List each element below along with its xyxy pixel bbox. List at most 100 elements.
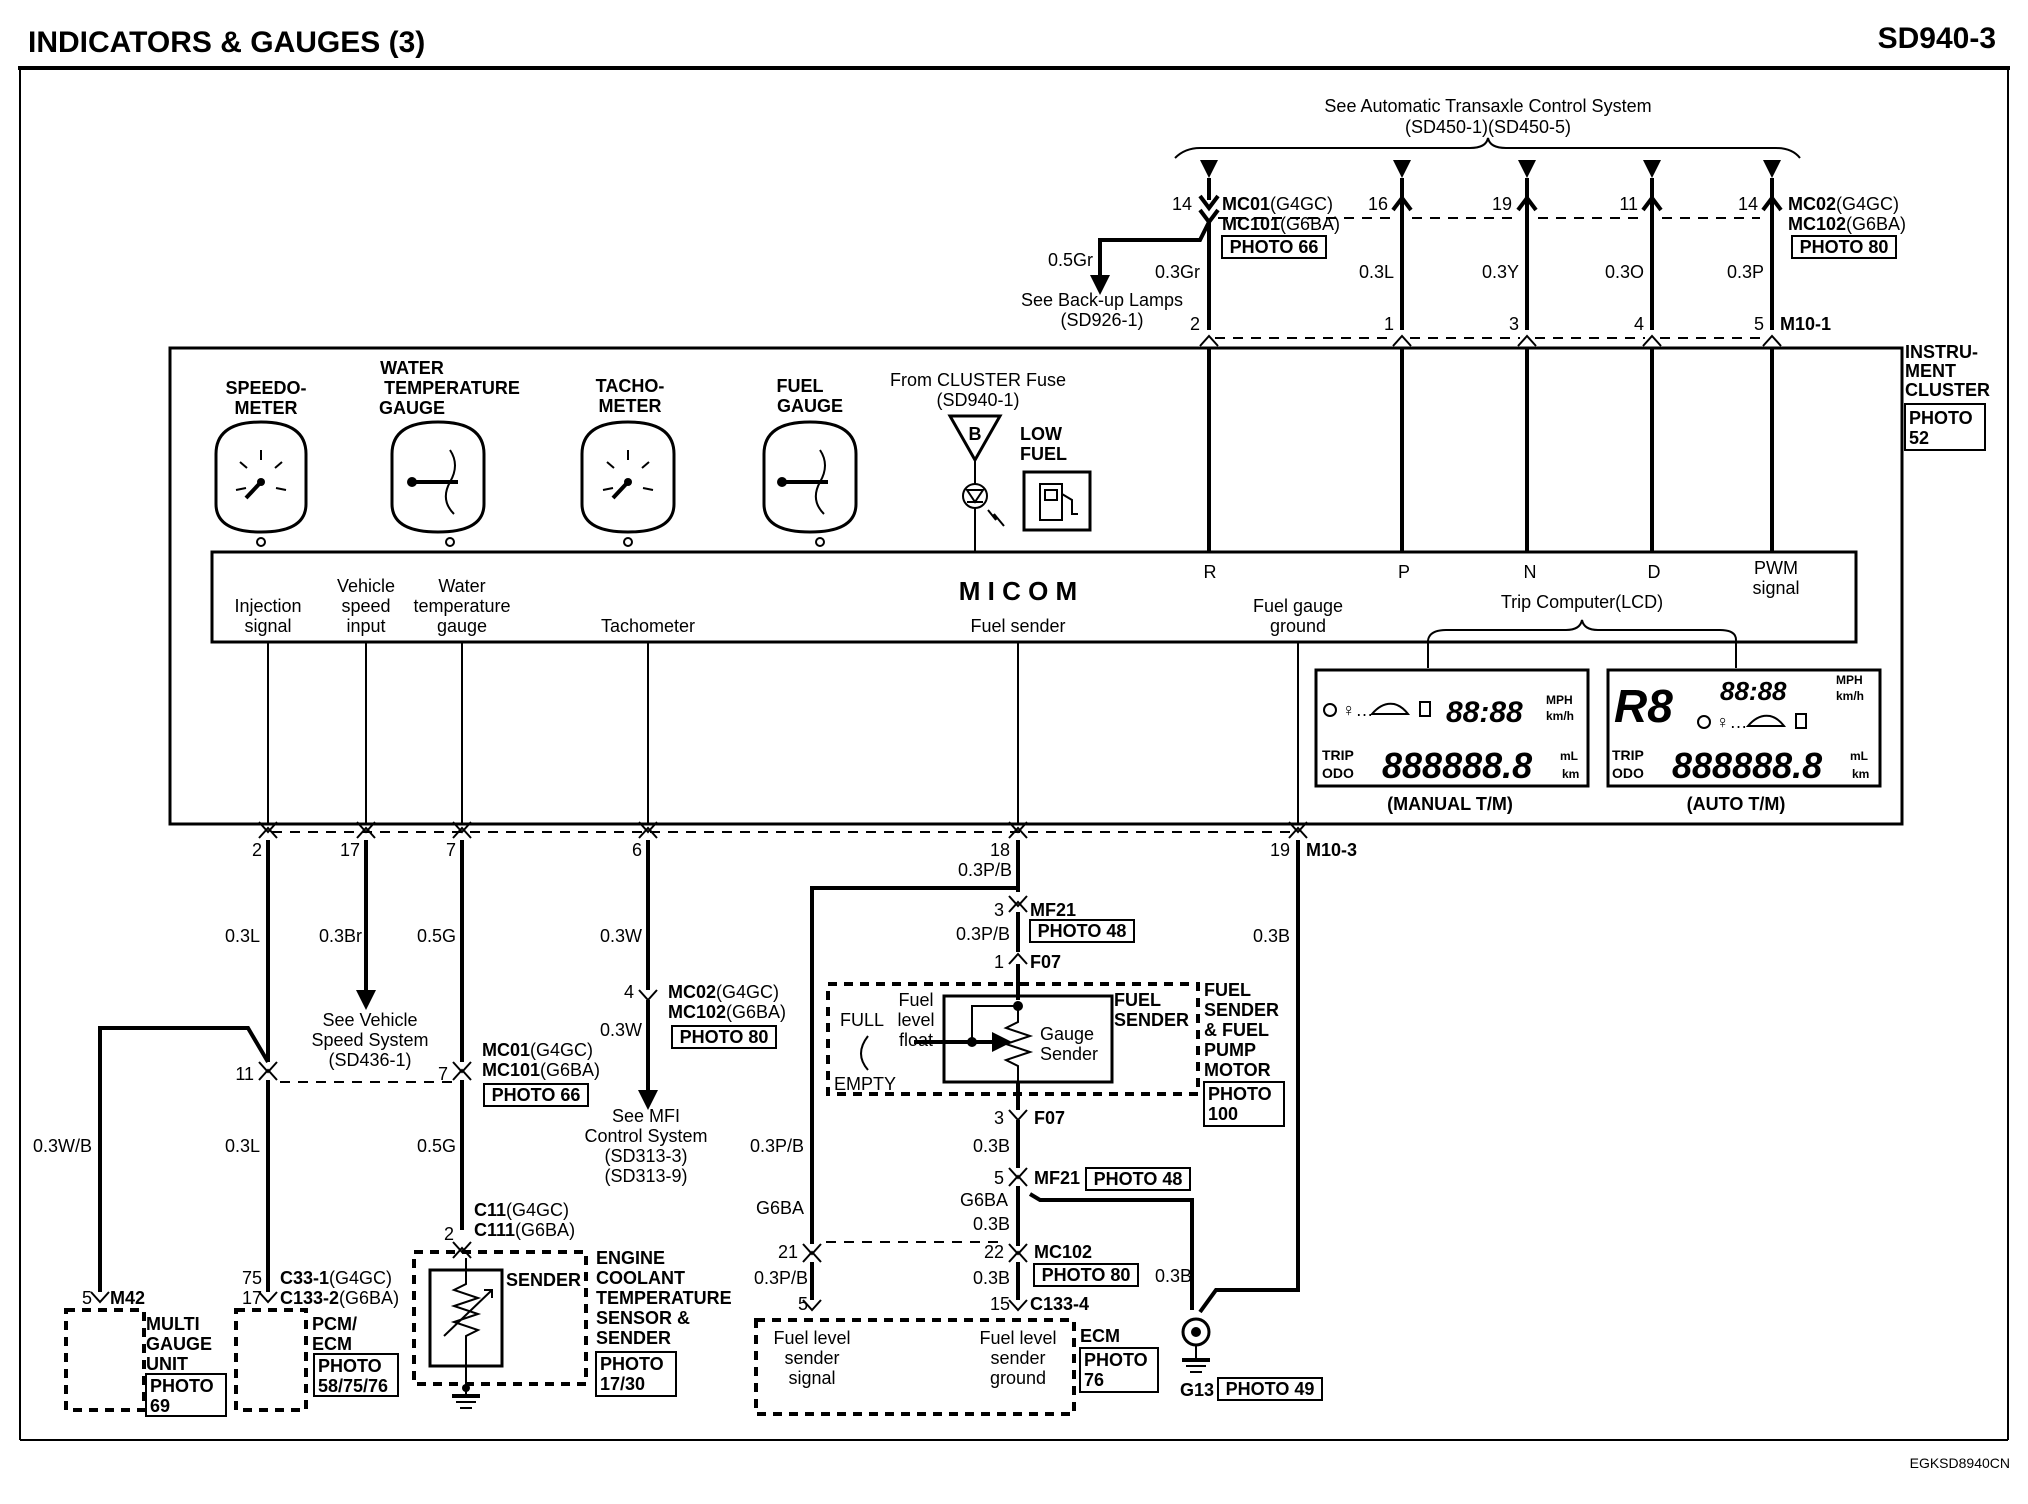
float-3: float	[899, 1030, 933, 1050]
lcd-manual-mph: MPH	[1546, 693, 1573, 707]
fuel-sender-title-1: FUEL	[1114, 990, 1161, 1010]
fuel-gauge-label-2: GAUGE	[777, 396, 843, 416]
tachometer: TACHO- METER	[580, 376, 676, 547]
cluster-photo-line2: 52	[1909, 428, 1929, 448]
signal-water-3: gauge	[437, 616, 487, 636]
c11-label: C11(G4GC)	[474, 1200, 569, 1220]
top-pin-3: 11	[1619, 194, 1638, 214]
fuel-pump-icon	[1022, 470, 1092, 532]
wire-03wb: 0.3W/B	[33, 1136, 92, 1156]
svg-text:888888.8: 888888.8	[1672, 745, 1822, 786]
lcd-manual-caption: (MANUAL T/M)	[1387, 794, 1513, 814]
pcm-title-2: ECM	[312, 1334, 352, 1354]
signal-fuel-ground-2: ground	[1270, 616, 1326, 636]
lcd-auto-mph: MPH	[1836, 673, 1863, 687]
lcd-auto: R8 88:88 MPH km/h ♀… TRIP ODO 888888.8 m…	[1606, 668, 1882, 814]
fuel-pump-photo-2: 100	[1208, 1104, 1238, 1124]
m10-3-wire-1: 0.3Br	[319, 926, 362, 946]
top-wire-n	[1516, 160, 1538, 330]
signal-fuel-ground-1: Fuel gauge	[1253, 596, 1343, 616]
pwm-line2: signal	[1752, 578, 1799, 598]
lcd-auto-trip: TRIP	[1612, 747, 1644, 763]
water-temp-dial-icon	[390, 420, 486, 534]
c1334-pin-a: 5	[798, 1294, 808, 1314]
fuel-gauge: FUEL GAUGE	[762, 376, 858, 547]
speedometer-label-1: SPEEDO-	[225, 378, 306, 398]
photo80-box	[1791, 235, 1897, 259]
pcm-ecm: 75 17 C33-1(G4GC) C133-2(G6BA) PCM/ ECM …	[234, 1262, 399, 1412]
gear-p: P	[1398, 562, 1410, 582]
lower-photo80: PHOTO 80	[680, 1027, 769, 1047]
signal-fuel-sender: Fuel sender	[970, 616, 1065, 636]
m10-3-connector: 2 17 7 6 18 19 M10-3 0.3L 0.3Br 0.5G 0.3…	[225, 821, 1357, 946]
gear-d: D	[1648, 562, 1661, 582]
c1334-label: C133-4	[1030, 1294, 1089, 1314]
fuse-line1: From CLUSTER Fuse	[890, 370, 1066, 390]
mgu-photo-1: PHOTO	[150, 1376, 214, 1396]
m10-3-wire-5: 0.3B	[1253, 926, 1290, 946]
see-atcs-line1: See Automatic Transaxle Control System	[1324, 96, 1651, 116]
gauge-sender-box	[942, 994, 1114, 1084]
top-wire-0: 0.3Gr	[1155, 262, 1200, 282]
see-vss-1: See Vehicle	[322, 1010, 417, 1030]
water-temp-label-3: GAUGE	[379, 398, 445, 418]
mc102-pin-b: 22	[984, 1242, 1004, 1262]
m10-3-pin-1: 17	[340, 840, 360, 860]
mgu-title-1: MULTI	[146, 1314, 200, 1334]
m10-1-pin-2: 3	[1509, 314, 1519, 334]
photo48-top: PHOTO 48	[1038, 921, 1127, 941]
mgu-title-3: UNIT	[146, 1354, 188, 1374]
wire-05g-lower: 0.5G	[417, 1136, 456, 1156]
top-wire-p	[1391, 160, 1413, 330]
ecm-title: ECM	[1080, 1326, 1120, 1346]
see-vss-3: (SD436-1)	[328, 1050, 411, 1070]
m10-3-wire-0: 0.3L	[225, 926, 260, 946]
fuel-pump-title-3: & FUEL	[1204, 1020, 1269, 1040]
ect-sensor: 2 C11(G4GC) C111(G6BA) SENDER ENGINE COO…	[412, 1200, 732, 1409]
fuel-pump-title-4: PUMP	[1204, 1040, 1256, 1060]
fuel-sender-assembly: Gauge Sender FULL EMPTY Fuel level float…	[826, 980, 1285, 1127]
top-wire-2: 0.3Y	[1482, 262, 1519, 282]
fuse-triangle-icon	[947, 414, 1003, 464]
gear-r: R	[1204, 562, 1217, 582]
signal-injection-1: Injection	[234, 596, 301, 616]
signal-injection-2: signal	[244, 616, 291, 636]
water-temp-label-1: WATER	[380, 358, 444, 378]
m10-1-pin-1: 1	[1384, 314, 1394, 334]
page-header: INDICATORS & GAUGES (3) SD940-3	[18, 22, 2010, 1441]
pcm-photo-2: 58/75/76	[318, 1376, 388, 1396]
c11-pin: 2	[444, 1224, 454, 1244]
m10-3-wire-4: 0.3P/B	[958, 860, 1012, 880]
m10-1-pin-4: 5	[1754, 314, 1764, 334]
fuse-letter: B	[969, 424, 982, 444]
lcd-auto-kmh: km/h	[1836, 689, 1864, 703]
m10-3-pin-5: 19	[1270, 840, 1290, 860]
mc01-pin-11: 11	[235, 1064, 254, 1084]
pcm-pin-1: 17	[242, 1288, 262, 1308]
photo48-bot: PHOTO 48	[1094, 1169, 1183, 1189]
wire-03pb-b: 0.3P/B	[754, 1268, 808, 1288]
lcd-auto-ml: mL	[1850, 749, 1868, 763]
lower-photo66: PHOTO 66	[492, 1085, 581, 1105]
lower-mc102-label: MC102(G6BA)	[668, 1002, 786, 1022]
signal-vss-2: speed	[341, 596, 390, 616]
top-connectors: See Automatic Transaxle Control System (…	[1021, 96, 1906, 347]
signal-water-1: Water	[438, 576, 485, 596]
backup-wire-label: 0.5Gr	[1048, 250, 1093, 270]
top-wire-d	[1641, 160, 1663, 330]
svg-text:♀…: ♀…	[1716, 712, 1748, 732]
multi-gauge-unit: 5 M42 MULTI GAUGE UNIT PHOTO 69	[64, 1288, 227, 1417]
m10-1-label: M10-1	[1780, 314, 1831, 334]
top-pin-2: 19	[1492, 194, 1512, 214]
cluster-label-line3: CLUSTER	[1905, 380, 1990, 400]
tachometer-dial-icon	[580, 420, 676, 534]
lcd-manual-trip: TRIP	[1322, 747, 1354, 763]
ect-title-1: ENGINE	[596, 1248, 665, 1268]
mc102-label: MC102(G6BA)	[1788, 214, 1906, 234]
lcd-auto-odo: ODO	[1612, 765, 1644, 781]
signal-tacho: Tachometer	[601, 616, 695, 636]
lcd-manual-km: km	[1562, 767, 1579, 781]
page-title: INDICATORS & GAUGES (3)	[28, 26, 425, 59]
top-wire-3: 0.3O	[1605, 262, 1644, 282]
mc102-pin-a: 21	[778, 1242, 798, 1262]
